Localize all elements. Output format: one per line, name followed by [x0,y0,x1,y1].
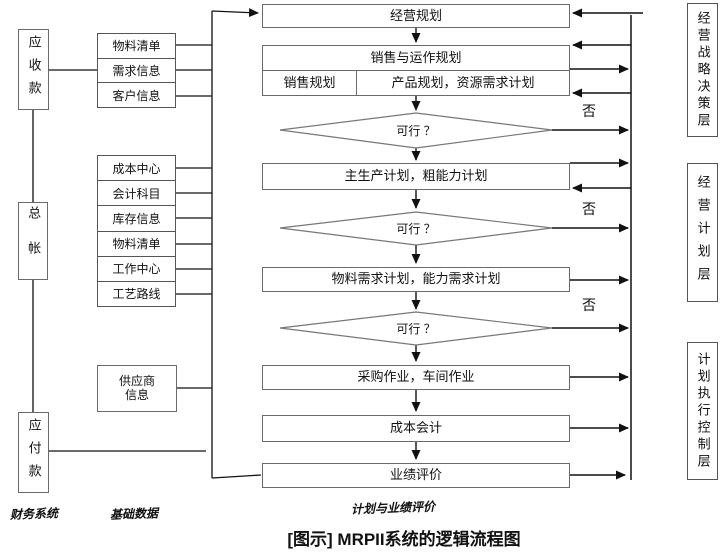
layer-box-plan-execution-control: 计划执行控制层 [687,342,718,480]
data-row-customer-info: 客户信息 [112,88,161,103]
decision-diamond-1 [279,112,553,149]
supplier-info-line2: 信息 [124,387,149,402]
no-branch-label-1: 否 [582,103,596,119]
data-row-bom2: 物料清单 [98,232,175,257]
data-row-bom: 物料清单 [98,34,175,59]
flow-box-performance-evaluation: 业绩评价 [262,463,570,488]
right-bus-lines [552,8,643,480]
finance-box-accounts-payable: 应付款 [18,412,49,493]
footer-label-finance-system: 财务系统 [9,505,59,522]
flow-box-business-planning: 经营规划 [262,4,570,28]
base-data-box-supplier-info: 供应商 信息 [97,365,177,412]
decision-diamond-2 [279,211,553,246]
no-branch-label-2: 否 [582,201,596,217]
no-branch-label-3: 否 [582,297,596,313]
supplier-info-line1: 供应商 [118,374,155,389]
left-bus-lines [32,8,262,479]
feasible-label-1: 可行 ？ [396,123,436,138]
flow-box-purchasing-shopfloor: 采购作业，车间作业 [262,365,570,390]
data-row-inventory-info: 库存信息 [98,206,175,232]
data-row-routing: 工艺路线 [112,287,161,302]
data-row-account-subjects: 会计科目 [98,181,175,207]
footer-label-base-data: 基础数据 [109,505,159,522]
finance-box-accounts-receivable: 应收款 [18,29,49,110]
finance-box-general-ledger: 总帐 [18,202,48,280]
flow-box-sales-ops-planning: 销售与运作规划 销售规划 产品规划，资源需求计划 [262,45,570,96]
layer-box-strategy-decision: 经营战略决策层 [687,3,718,137]
base-data-stack-sales: 物料清单 需求信息 客户信息 [97,33,176,108]
flow-box-cost-accounting: 成本会计 [262,415,570,442]
decision-diamond-3 [279,311,553,346]
flow-box-material-requirements-planning: 物料需求计划，能力需求计划 [262,267,570,292]
diagram-caption: [图示] MRPII系统的逻辑流程图 [287,529,521,549]
data-row-work-center: 工作中心 [98,257,175,282]
data-row-cost-center: 成本中心 [98,156,175,182]
base-data-stack-planning: 成本中心 会计科目 库存信息 物料清单 工作中心 工艺路线 [97,155,176,307]
data-row-demand-info: 需求信息 [98,59,175,84]
footer-label-plan-and-performance-eval: 计划与业绩评价 [350,499,436,516]
feasible-label-2: 可行 ？ [396,221,436,236]
product-resource-planning-cell: 产品规划，资源需求计划 [391,74,535,90]
sales-ops-planning-title: 销售与运作规划 [263,46,569,71]
feasible-label-3: 可行 ？ [396,321,436,336]
flow-box-master-production-schedule: 主生产计划，粗能力计划 [262,163,570,190]
layer-box-business-planning: 经营计划层 [687,163,718,302]
sales-planning-cell: 销售规划 [263,71,357,95]
